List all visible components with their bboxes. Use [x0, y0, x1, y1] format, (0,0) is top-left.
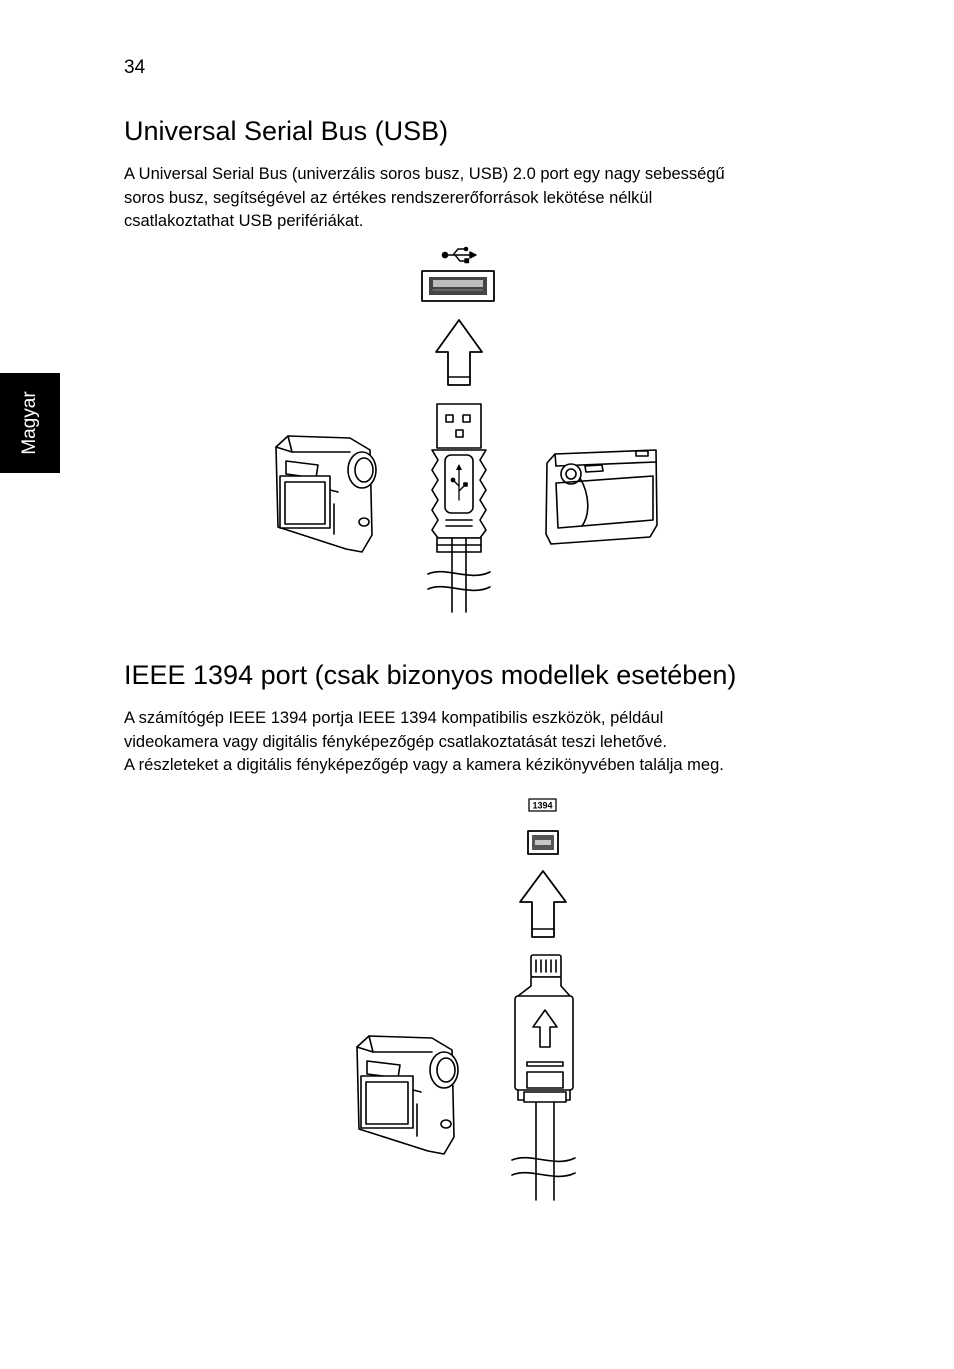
usb-plug-icon — [427, 403, 491, 613]
ieee1394-section-paragraph: A számítógép IEEE 1394 portja IEEE 1394 … — [124, 707, 844, 778]
usb-paragraph-line: soros busz, segítségével az értékes rend… — [124, 188, 653, 207]
usb-section-title: Universal Serial Bus (USB) — [124, 116, 449, 146]
usb-port-icon — [421, 270, 495, 302]
camcorder-icon — [356, 1035, 459, 1155]
usb-section-paragraph: A Universal Serial Bus (univerzális soro… — [124, 163, 844, 234]
usb-symbol-icon — [441, 246, 477, 264]
ieee1394-port-icon — [527, 830, 559, 855]
ieee1394-port-label: 1394 — [532, 801, 552, 811]
digital-camera-icon — [545, 449, 658, 545]
language-side-tab: Magyar — [0, 373, 60, 473]
usb-figure — [275, 246, 658, 613]
ieee1394-label-icon: 1394 — [528, 798, 557, 812]
usb-paragraph-line: csatlakoztathat USB perifériákat. — [124, 212, 364, 230]
usb-paragraph-line: A Universal Serial Bus (univerzális soro… — [124, 165, 725, 183]
ieee1394-paragraph-line: A számítógép IEEE 1394 portja IEEE 1394 … — [124, 709, 664, 727]
firewire-plug-icon — [511, 954, 576, 1201]
page-number: 34 — [124, 57, 146, 78]
ieee1394-figure: 1394 — [356, 798, 576, 1201]
camcorder-icon — [275, 435, 377, 553]
ieee1394-paragraph-line: videokamera vagy digitális fényképezőgép… — [124, 732, 667, 751]
ieee1394-paragraph-line: A részleteket a digitális fényképezőgép … — [124, 756, 724, 774]
up-arrow-icon — [435, 319, 483, 386]
ieee1394-section-title: IEEE 1394 port (csak bizonyos modellek e… — [124, 660, 737, 690]
up-arrow-icon — [519, 870, 567, 938]
